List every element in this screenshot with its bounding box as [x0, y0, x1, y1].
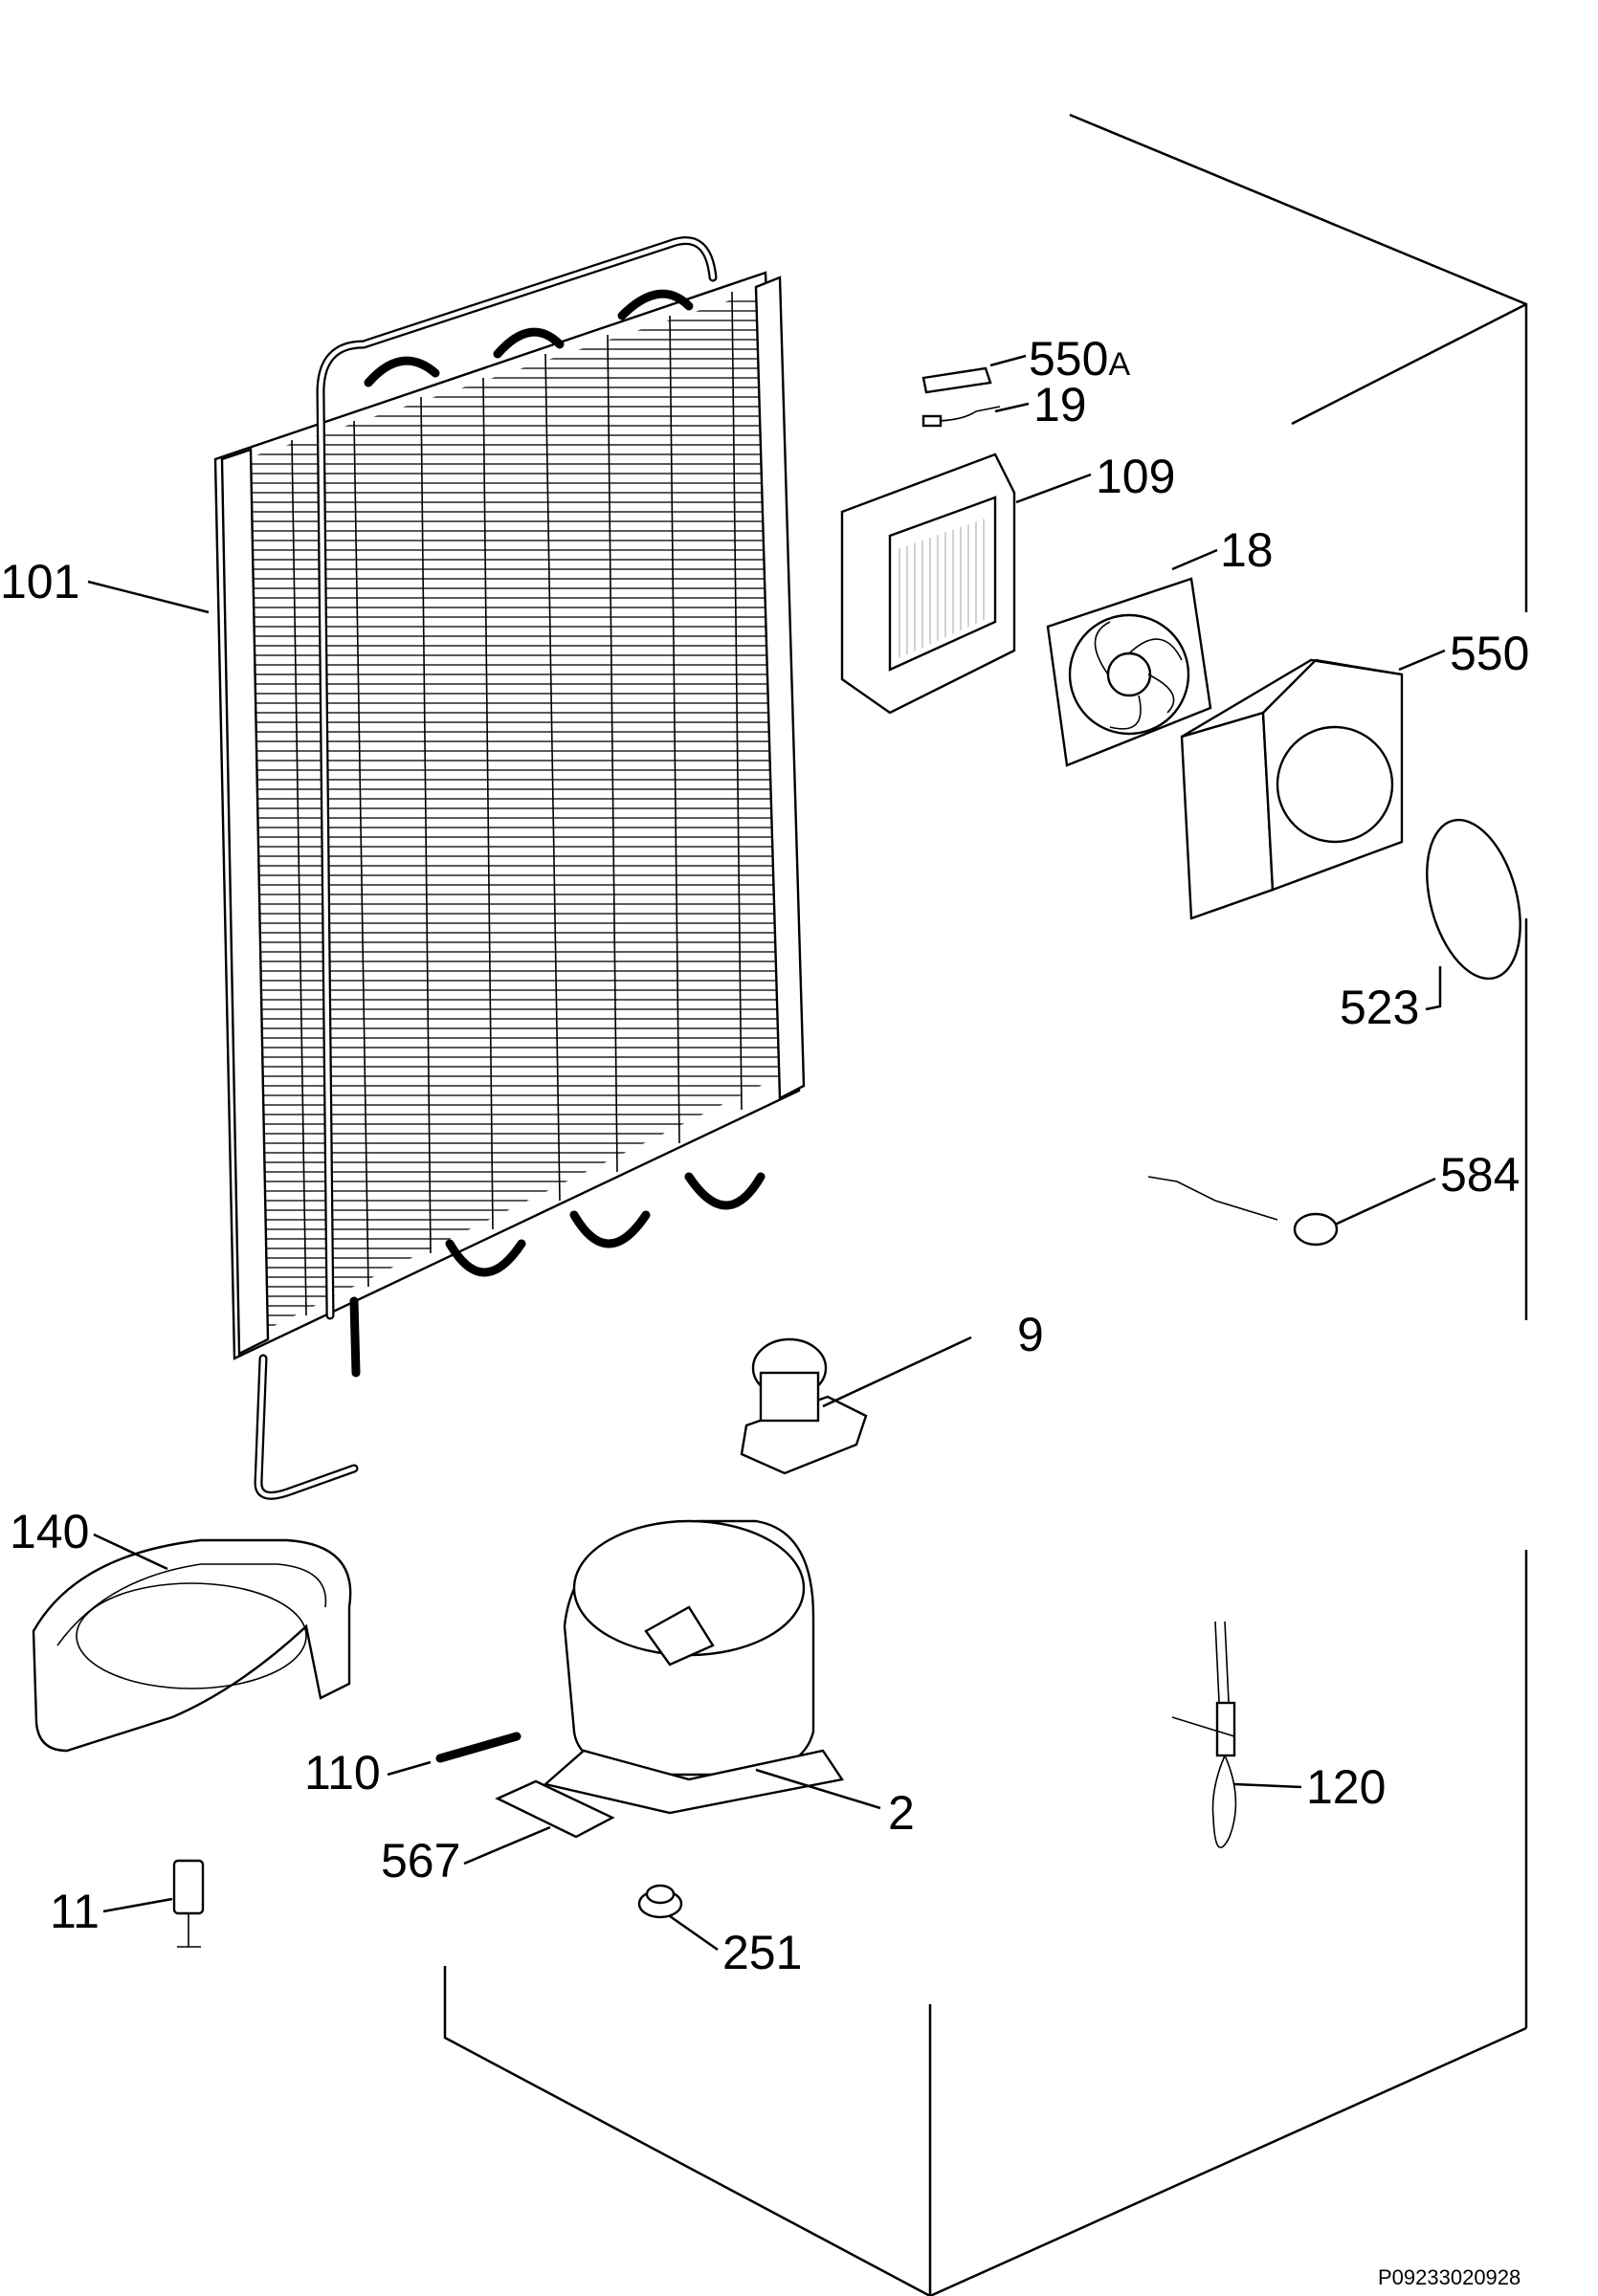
sensor-wire-19	[921, 406, 1001, 428]
label-567: 567	[381, 1834, 460, 1888]
leader-lines	[87, 354, 1446, 1952]
label-550a: 550A	[1029, 332, 1130, 386]
condenser	[213, 236, 806, 1500]
label-109: 109	[1096, 450, 1175, 503]
label-19: 19	[1033, 378, 1087, 431]
label-120: 120	[1306, 1760, 1386, 1814]
label-2: 2	[888, 1786, 915, 1840]
sensor-584	[1147, 1176, 1339, 1247]
label-18: 18	[1220, 523, 1274, 577]
label-9: 9	[1017, 1308, 1044, 1361]
label-584: 584	[1440, 1148, 1520, 1202]
label-140: 140	[10, 1505, 89, 1558]
label-101: 101	[0, 555, 79, 608]
label-110: 110	[304, 1746, 381, 1799]
sensor-holder-550a	[921, 366, 992, 394]
fan-cover	[1180, 658, 1404, 920]
label-251: 251	[722, 1926, 802, 1979]
label-11: 11	[50, 1885, 100, 1938]
label-550: 550	[1450, 627, 1529, 680]
diagram-code: P09233020928	[1378, 2265, 1520, 2289]
cabinet-outline	[443, 113, 1528, 2296]
capillary-120	[1171, 1621, 1237, 1848]
fan-housing	[840, 453, 1016, 715]
cover-plate	[1426, 818, 1521, 981]
compressor	[543, 1519, 844, 1815]
part-labels: 101 550A 19 109 18 550 523 584 9 140 110…	[0, 332, 1529, 1979]
grommet	[637, 1884, 683, 1919]
relay-11	[172, 1859, 205, 1948]
drip-tray	[32, 1538, 352, 1753]
fan-motor	[1046, 577, 1212, 767]
pipe-110	[435, 1732, 522, 1763]
label-523: 523	[1340, 981, 1419, 1034]
mounting-plate	[495, 1779, 615, 1839]
holding-clip	[740, 1337, 868, 1475]
